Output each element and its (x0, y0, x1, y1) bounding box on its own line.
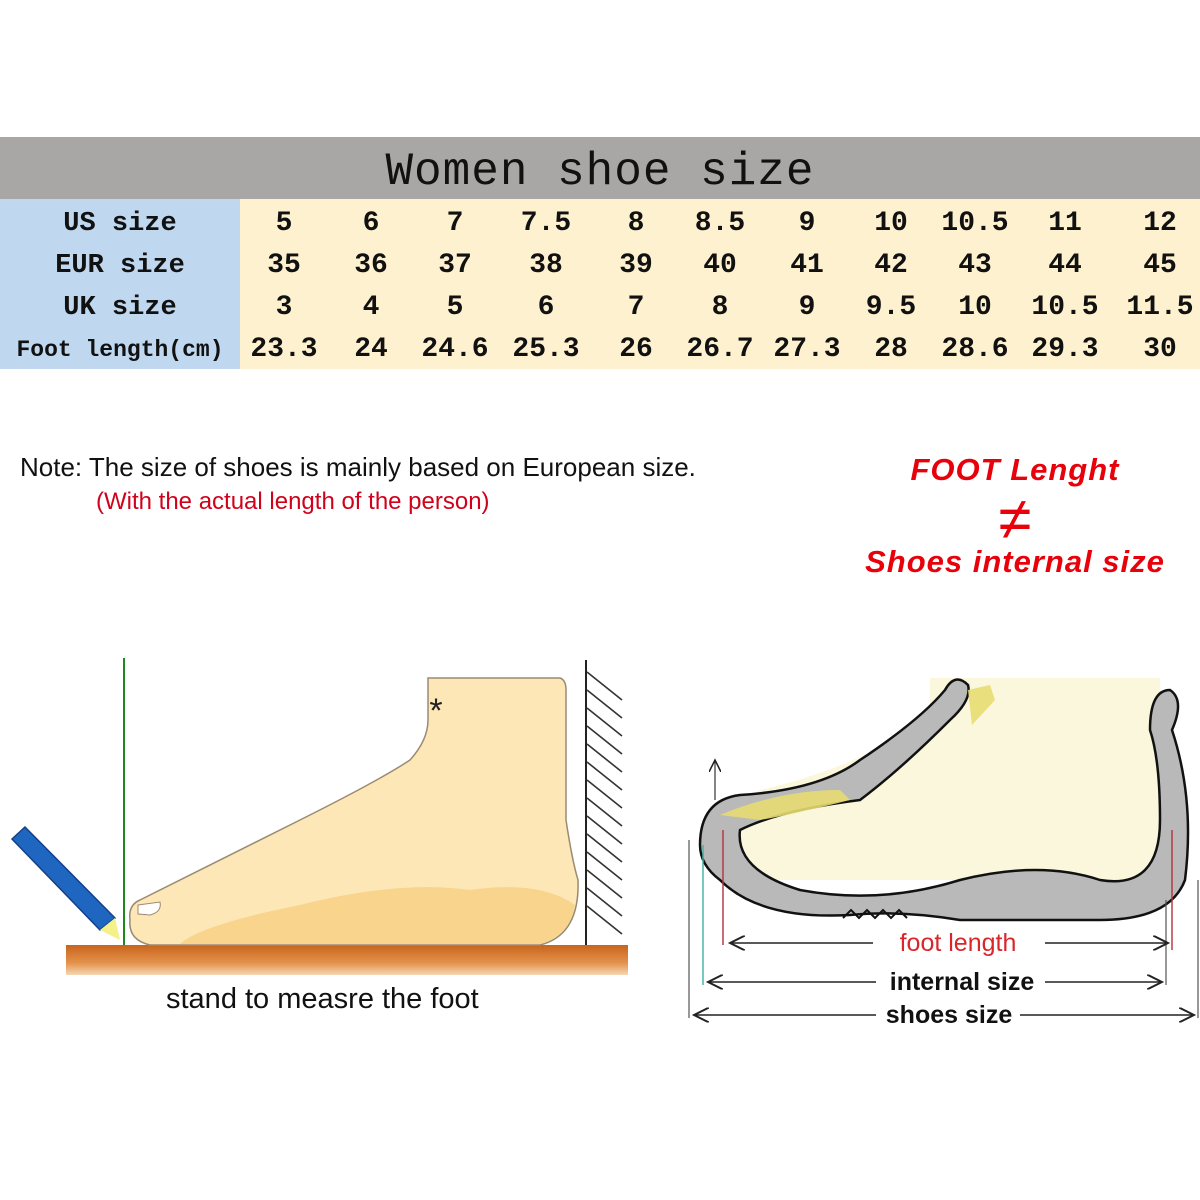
table-cell: 44 (1048, 250, 1082, 281)
row-label: UK size (63, 293, 177, 323)
row-label: Foot length(cm) (16, 337, 224, 363)
table-row: EUR size 35 36 37 38 39 40 41 42 43 44 45 (0, 245, 1200, 287)
table-cell: 23.3 (250, 334, 318, 365)
table-cell: 10 (874, 208, 908, 239)
table-cell: 11 (1048, 208, 1082, 239)
floor-icon (66, 945, 628, 975)
table-cell: 27.3 (773, 334, 841, 365)
shoes-internal-size-heading: Shoes internal size (865, 544, 1165, 579)
table-cell: 9.5 (865, 292, 917, 323)
asterisk-icon: * (429, 692, 442, 730)
table-cell: 26.7 (686, 334, 754, 365)
table-title: Women shoe size (385, 146, 815, 198)
note-text: Note: The size of shoes is mainly based … (20, 452, 696, 482)
table-cell: 24 (354, 334, 388, 365)
table-cell: 8 (627, 208, 645, 239)
table-cell: 36 (354, 250, 388, 281)
table-row: Foot length(cm) 23.3 24 24.6 25.3 26 26.7 27.3 2… (0, 329, 1200, 371)
note-subtext: (With the actual length of the person) (96, 488, 490, 515)
row-label-column (0, 199, 240, 369)
size-chart-table: Women shoe size US size 5 6 7 7.5 8 8.5 9 10 10.5… (0, 137, 1200, 369)
table-row: US size 5 6 7 7.5 8 8.5 9 10 10.5 11 12 (0, 203, 1200, 245)
table-cell: 9 (798, 292, 816, 323)
table-cell: 10.5 (941, 208, 1009, 239)
table-title-bar: Women shoe size (0, 137, 1200, 199)
table-cell: 6 (362, 208, 380, 239)
row-label: US size (63, 209, 177, 239)
foot-silhouette (715, 678, 1168, 880)
shoes-size-label: shoes size (886, 1001, 1013, 1029)
table-cell: 10.5 (1031, 292, 1099, 323)
table-cell: 25.3 (512, 334, 580, 365)
internal-size-label: internal size (890, 968, 1035, 996)
table-row: UK size 3 4 5 6 7 8 9 9.5 10 10.5 11.5 (0, 287, 1200, 329)
table-cell: 7 (446, 208, 464, 239)
table-cell: 10 (958, 292, 992, 323)
table-cell: 4 (362, 292, 380, 323)
wall-icon (585, 660, 623, 945)
left-diagram-caption: stand to measre the foot (166, 983, 479, 1015)
table-cell: 8 (711, 292, 729, 323)
table-cell: 24.6 (421, 334, 489, 365)
row-label: EUR size (55, 251, 185, 281)
table-cell: 29.3 (1031, 334, 1099, 365)
pencil-icon (10, 825, 120, 940)
table-cell: 26 (619, 334, 653, 365)
shoe-icon (698, 678, 1190, 922)
table-cell: 28.6 (941, 334, 1009, 365)
table-cell: 30 (1143, 334, 1177, 365)
not-equal-icon: ≠ (998, 485, 1032, 552)
table-cell: 12 (1143, 208, 1177, 239)
table-cell: 7.5 (520, 208, 572, 239)
table-cell: 8.5 (694, 208, 746, 239)
table-cell: 28 (874, 334, 908, 365)
table-cell: 6 (537, 292, 555, 323)
table-cell: 41 (790, 250, 824, 281)
table-cell: 7 (627, 292, 645, 323)
table-cell: 38 (529, 250, 563, 281)
table-cell: 9 (798, 208, 816, 239)
foot-measure-diagram: * (10, 658, 628, 975)
table-cell: 3 (275, 292, 293, 323)
foot-vs-shoe-comparison: FOOT Lenght ≠ Shoes internal size (840, 452, 1190, 580)
foot-icon (128, 677, 579, 946)
shoe-cross-section-diagram: foot length internal size shoes size (688, 678, 1199, 1029)
table-cell: 37 (438, 250, 472, 281)
table-cell: 35 (267, 250, 301, 281)
table-cell: 42 (874, 250, 908, 281)
table-cell: 43 (958, 250, 992, 281)
table-cell: 5 (275, 208, 293, 239)
foot-length-label: foot length (900, 929, 1017, 957)
foot-length-heading: FOOT Lenght (910, 452, 1120, 487)
table-cell: 11.5 (1126, 292, 1194, 323)
table-cell: 45 (1143, 250, 1177, 281)
table-cell: 39 (619, 250, 653, 281)
table-cell: 40 (703, 250, 737, 281)
table-cell: 5 (446, 292, 464, 323)
